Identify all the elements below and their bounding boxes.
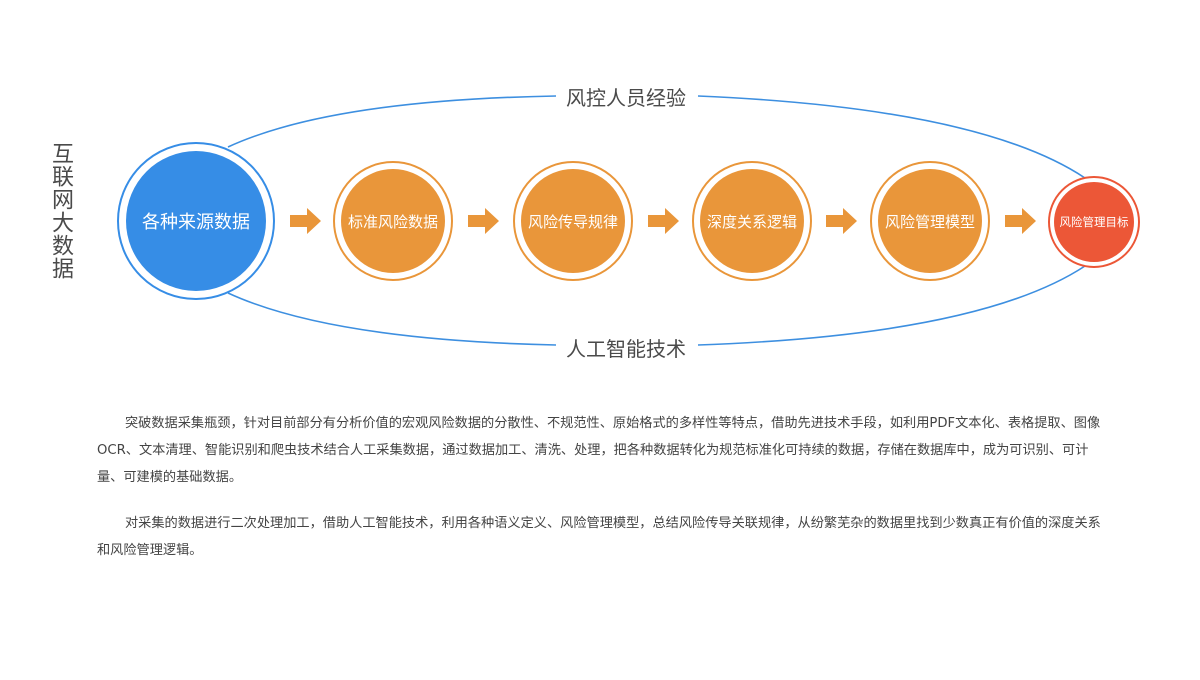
node-label: 风险管理模型 [884,212,975,231]
upper-arc-right [697,95,1086,179]
node-label: 深度关系逻辑 [706,212,797,231]
arrow-5 [1005,208,1036,234]
arrow-4 [826,208,857,234]
arrow-3 [648,208,679,234]
flow-connectors [227,95,1086,346]
top-label: 风控人员经验 [556,82,696,111]
node-label: 风险传导规律 [527,212,618,231]
upper-arc [227,95,557,148]
node-risk-model: 风险管理模型 [870,161,990,281]
node-label: 各种来源数据 [142,212,250,233]
lower-arc [227,292,557,346]
arrow-2 [468,208,499,234]
paragraph-data-collection: 突破数据采集瓶颈，针对目前部分有分析价值的宏观风险数据的分散性、不规范性、原始格… [97,416,1101,485]
node-label: 标准风险数据 [347,212,438,231]
node-risk-target: 风险管理目标 [1048,176,1140,268]
vertical-title: 互联网大数据 [48,142,73,280]
node-risk-transmission: 风险传导规律 [513,161,633,281]
bottom-label: 人工智能技术 [556,333,696,362]
node-standard-risk-data: 标准风险数据 [333,161,453,281]
node-deep-relation-logic: 深度关系逻辑 [692,161,812,281]
node-label: 风险管理目标 [1059,215,1129,229]
node-source-data: 各种来源数据 [117,142,275,300]
paragraph-secondary-processing: 对采集的数据进行二次处理加工，借助人工智能技术，利用各种语义定义、风险管理模型，… [97,516,1101,558]
lower-arc-right [697,265,1086,346]
arrow-1 [290,208,321,234]
